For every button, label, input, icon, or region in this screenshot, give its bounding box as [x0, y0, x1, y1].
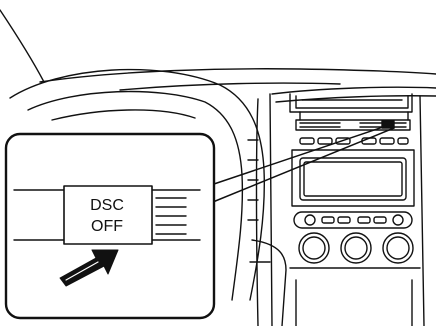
nav-screen-bezel: [292, 150, 414, 206]
lower-button-row: [294, 212, 412, 228]
dsc-off-label-line1: DSC: [90, 197, 124, 214]
windshield-pillar-line: [0, 10, 44, 82]
console-lower-edge: [290, 268, 420, 326]
upper-button-row: [300, 138, 408, 144]
dsc-off-label-line2: OFF: [91, 218, 123, 235]
dash-right-edge: [420, 96, 424, 326]
callout-pointer: [208, 124, 394, 204]
climate-knobs: [299, 233, 413, 263]
dashboard-top-line-inner: [120, 83, 340, 90]
dsc-off-button[interactable]: DSC OFF: [64, 186, 152, 244]
display-hood: [290, 94, 412, 120]
